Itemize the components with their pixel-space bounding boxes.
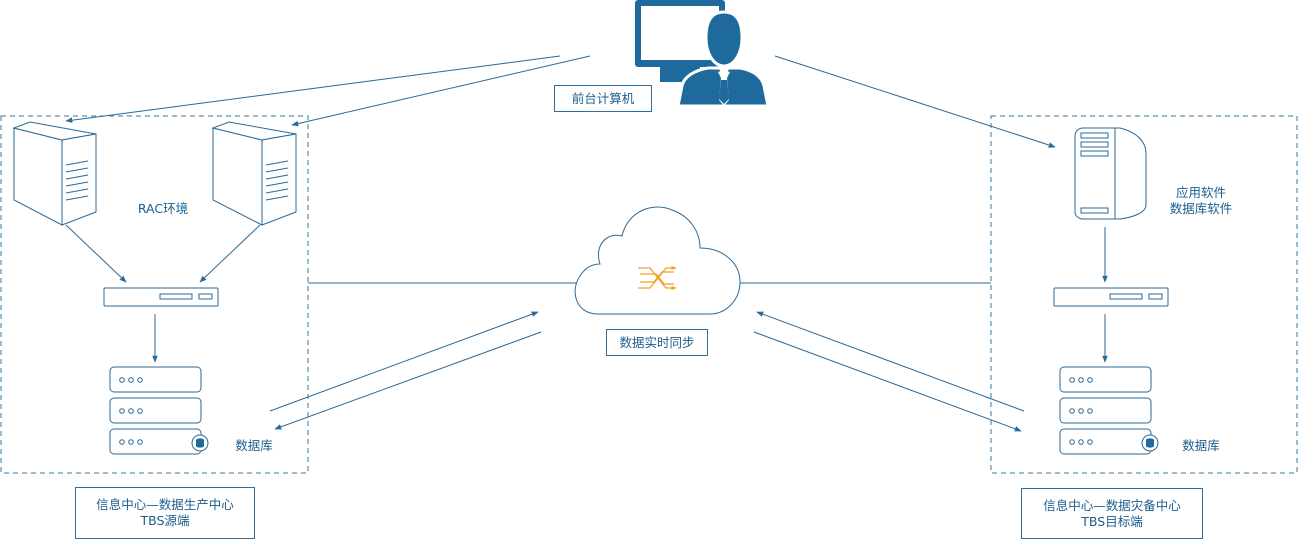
sync-cloud-icon <box>574 206 741 315</box>
source-server-1-icon <box>12 121 97 226</box>
target-site-caption: 信息中心—数据灾备中心 TBS目标端 <box>1021 488 1203 539</box>
source-site-region <box>0 115 309 474</box>
source-to-cloud-sync-arrow <box>269 311 539 412</box>
computer-to-server1-arrow <box>65 55 561 123</box>
target-app-label-line1: 应用软件 <box>1175 185 1226 200</box>
source-site-caption-line1: 信息中心—数据生产中心 <box>96 497 234 512</box>
front-computer-icon <box>635 0 770 108</box>
target-server-icon <box>1074 127 1147 220</box>
rac-environment-label: RAC环境 <box>137 201 189 216</box>
sync-cross-arrows-icon <box>638 265 677 291</box>
source-database-icon <box>109 366 209 455</box>
target-site-caption-line2: TBS目标端 <box>1081 513 1143 529</box>
computer-to-server2-arrow <box>291 55 591 127</box>
target-switch-icon <box>1053 287 1169 307</box>
target-site-caption-line1: 信息中心—数据灾备中心 <box>1043 497 1181 513</box>
front-computer-label-text: 前台计算机 <box>571 90 635 106</box>
target-app-label: 应用软件 数据库软件 <box>1158 185 1244 217</box>
target-app-label-line2: 数据库软件 <box>1169 201 1233 216</box>
target-site-region <box>990 115 1298 474</box>
server2-to-switch-arrow <box>199 224 261 283</box>
source-server-2-icon <box>211 121 297 226</box>
cloud-to-target-sync-arrow <box>753 331 1022 432</box>
target-to-cloud-sync-arrow <box>756 311 1025 412</box>
front-computer-label: 前台计算机 <box>554 85 652 112</box>
source-site-caption: 信息中心—数据生产中心 TBS源端 <box>75 487 255 539</box>
source-database-label: 数据库 <box>235 438 273 453</box>
source-switch-icon <box>103 287 219 307</box>
cloud-to-source-sync-arrow <box>274 331 542 430</box>
sync-label: 数据实时同步 <box>606 329 708 356</box>
server1-to-switch-arrow <box>65 224 127 283</box>
computer-to-target-server-arrow <box>774 55 1056 148</box>
target-database-icon <box>1059 366 1159 455</box>
source-site-caption-line2: TBS源端 <box>140 513 190 528</box>
sync-label-text: 数据实时同步 <box>619 334 695 350</box>
target-database-label: 数据库 <box>1182 438 1220 453</box>
